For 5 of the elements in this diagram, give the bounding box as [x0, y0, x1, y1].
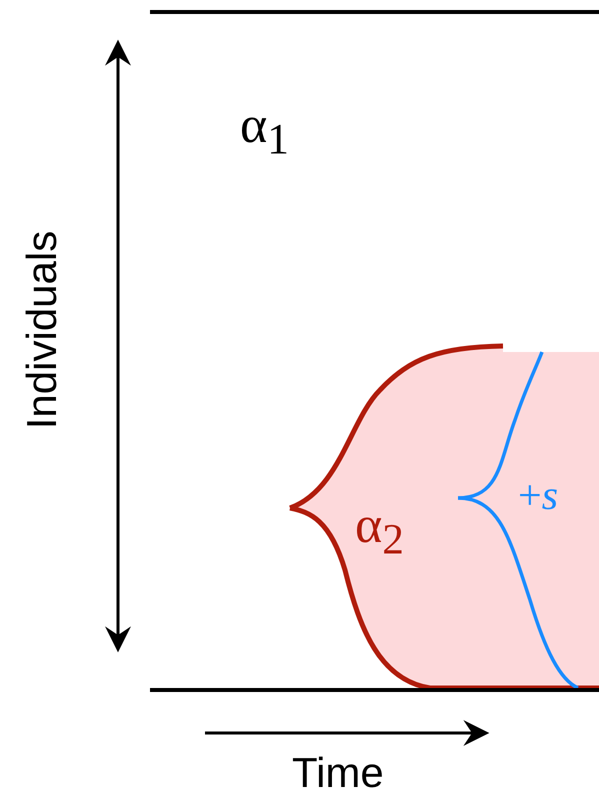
axis-label: Individuals [21, 230, 63, 430]
axis-label: Time [292, 752, 384, 794]
greek-label: α$_{2}$ [355, 500, 404, 562]
fitness-label: +s [518, 475, 558, 517]
greek-label: α$_{1}$ [240, 100, 289, 162]
